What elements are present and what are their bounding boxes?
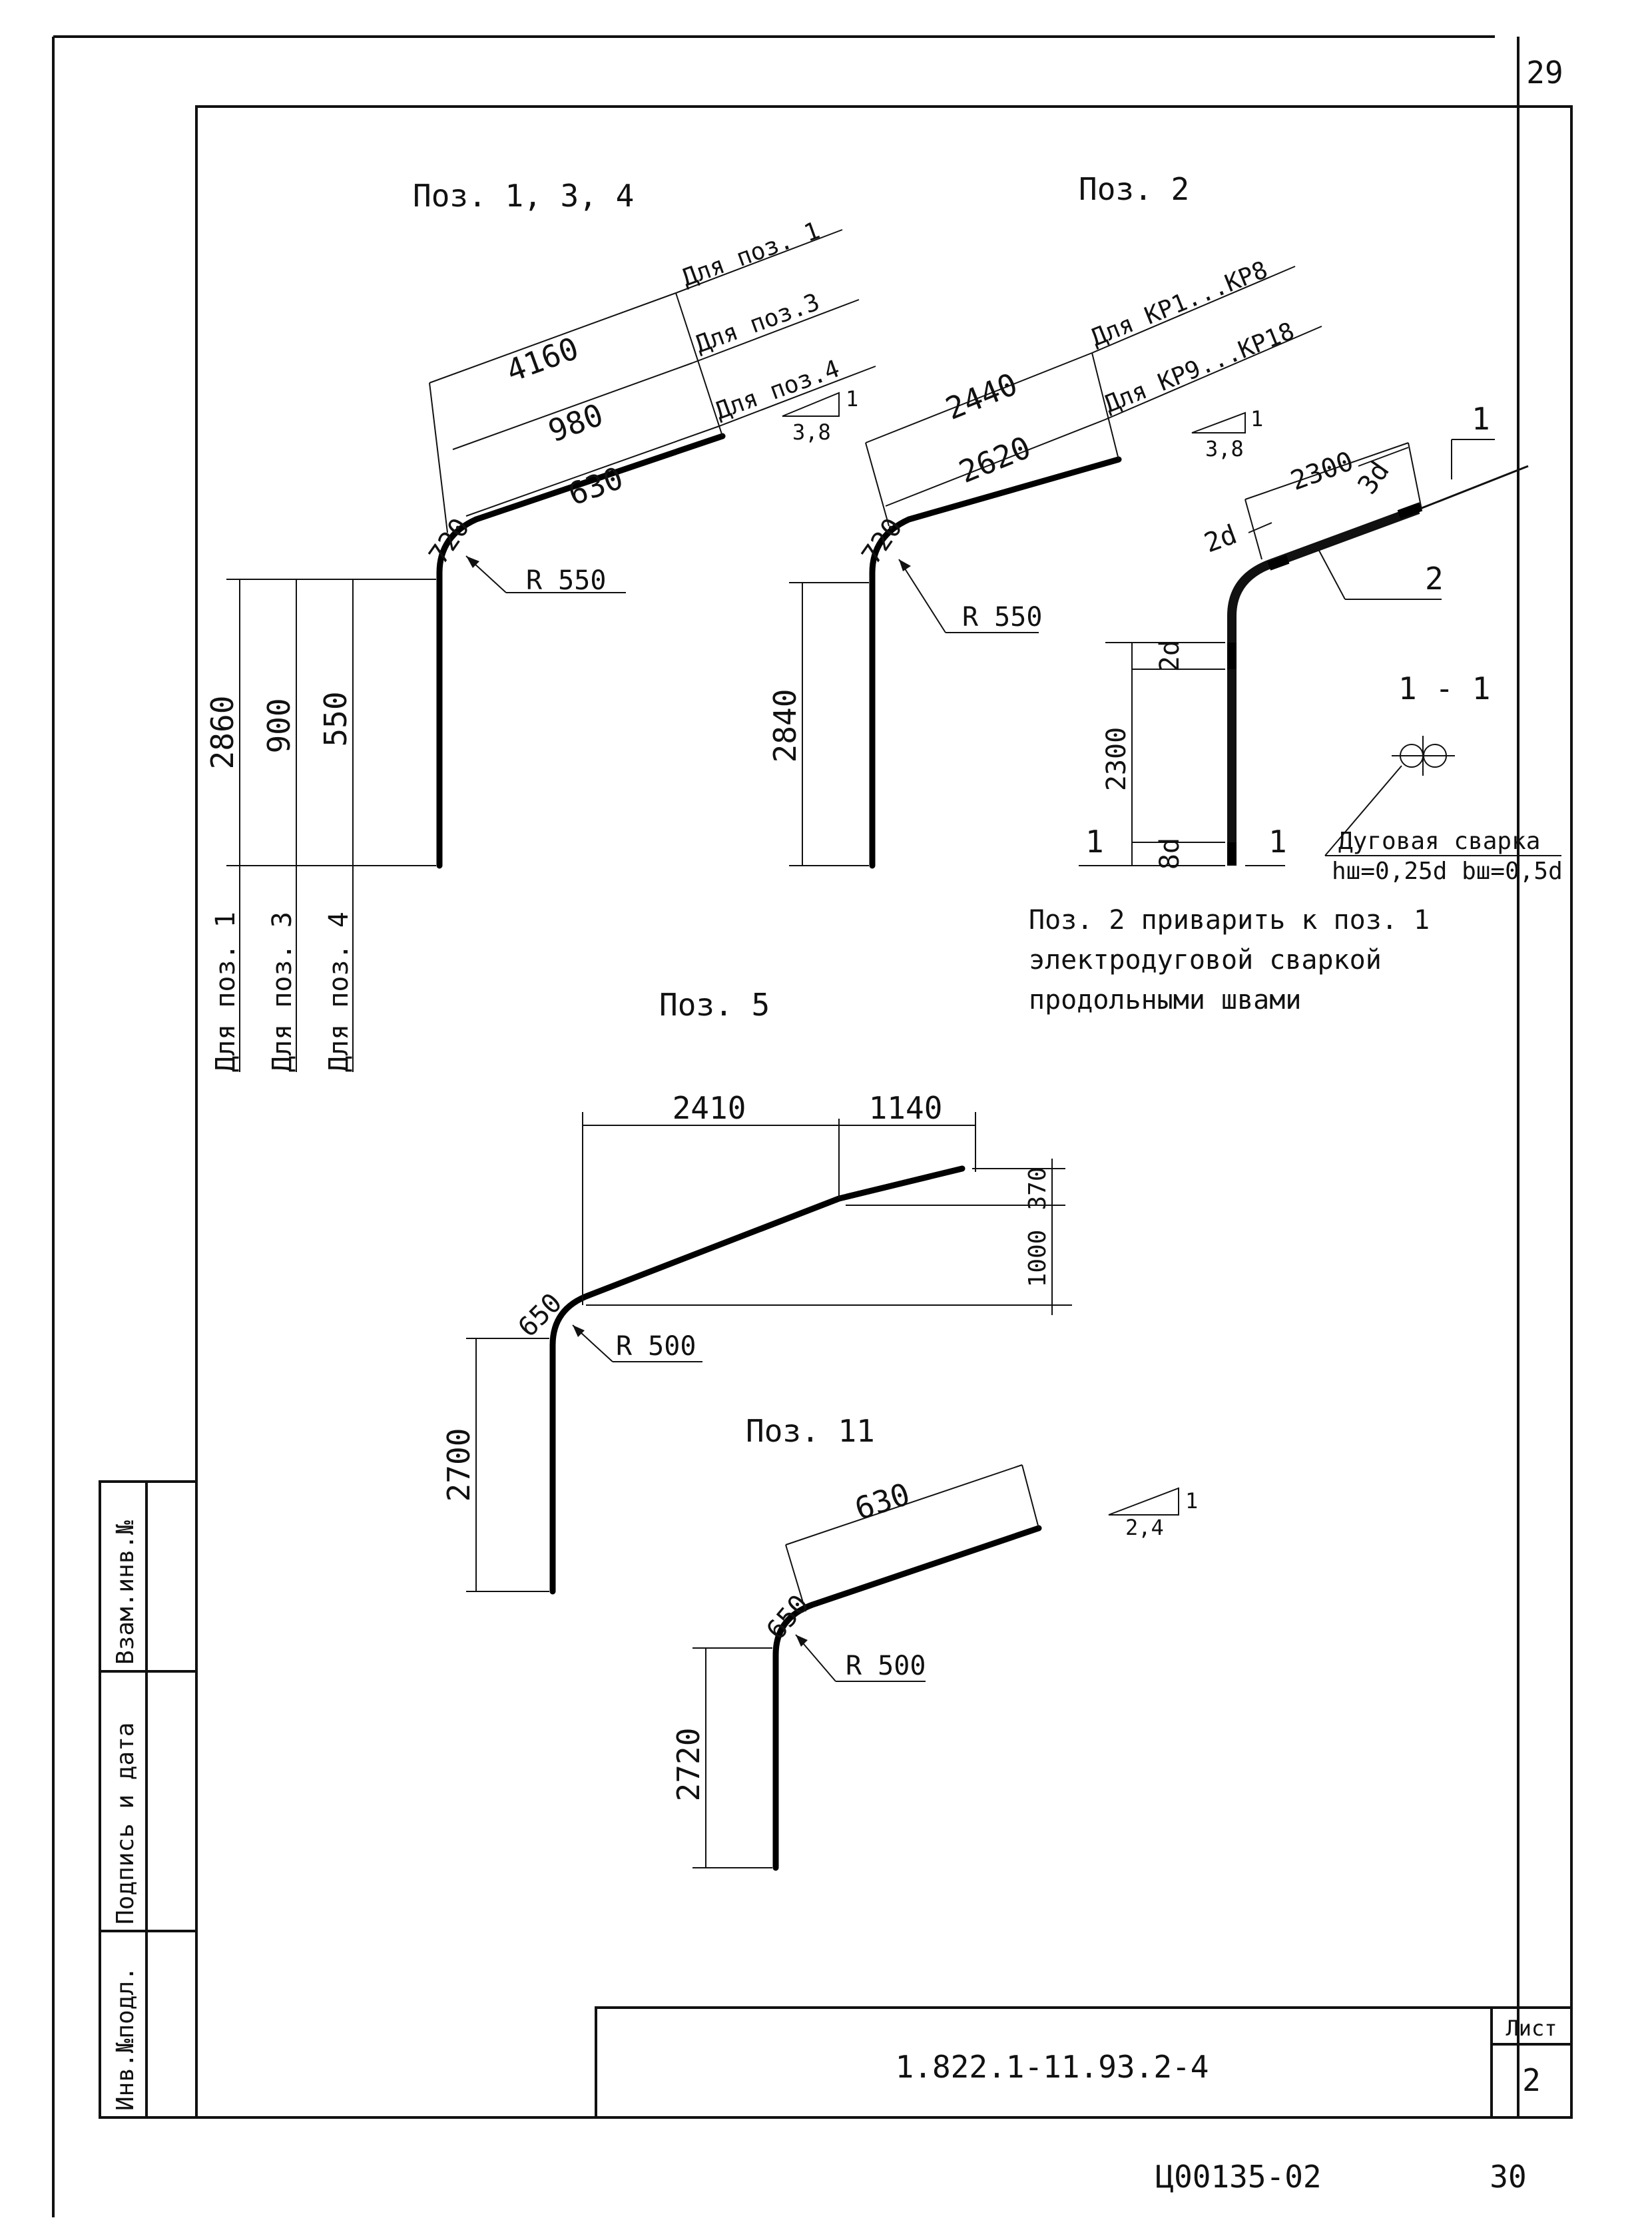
pos134-dim-900: 900 [261,698,297,753]
pos11-bend-650: 650 [760,1589,815,1646]
weld-dim-2300-top: 2300 [1286,446,1357,497]
drawing-code: 1.822.1-11.93.2-4 [896,2049,1209,2085]
pos2-title: Поз. 2 [1079,171,1189,207]
pos134-title: Поз. 1, 3, 4 [413,178,634,214]
pos5-bend-650: 650 [513,1287,569,1343]
pos134-note-vert-1: Для поз. 1 [210,912,241,1072]
pos134-dim-630: 630 [563,459,628,512]
pos2-dimension-lines [789,266,1322,866]
pos134-slope-triangle [782,392,840,417]
weld-bar-extension [1418,465,1529,511]
pos5-dim-370: 370 [1024,1167,1051,1210]
pos134-dim-4160: 4160 [501,330,583,390]
pos11-slope-top: 1 [1185,1488,1198,1514]
pos11-dim-2720: 2720 [671,1728,706,1802]
pos134-radius: R 550 [526,565,606,596]
weld-section-marker-left: 1 [1085,824,1104,860]
pos11-dim-630: 630 [850,1476,914,1527]
weld-type: Дуговая сварка [1338,828,1540,855]
pos134-bar [436,433,726,869]
pos2-radius: R 550 [962,602,1042,633]
weld-section-marker-top: 1 [1472,401,1490,437]
weld-section-circles [1324,736,1561,856]
pos5-dim-1140: 1140 [869,1090,943,1126]
pos2-dim-2440: 2440 [941,366,1023,427]
weld-slope-top: 1 [1250,406,1263,431]
weld-leader-2: 2 [1425,561,1444,597]
weld-dim-2d-top: 2d [1201,519,1241,559]
pos11-radius: R 500 [846,1651,926,1681]
weld-params: hш=0,25d bш=0,5d [1332,858,1563,885]
pos134-note-top-3: Для поз.3 [692,288,823,358]
pos11-slope-bottom: 2,4 [1125,1515,1164,1540]
pos134-dim-2860: 2860 [204,696,240,770]
pos2-dim-2840: 2840 [767,689,803,763]
weld-section-title: 1 - 1 [1398,671,1490,706]
pos134-note-top-1: Для поз. 1 [679,217,824,292]
weld-dim-8d: 8d [1155,838,1185,870]
stamp-vzam-inv: Взам.инв.№ [112,1520,139,1665]
pos5-title: Поз. 5 [659,987,770,1023]
pos5-radius: R 500 [616,1331,696,1362]
pos5-dim-2410: 2410 [673,1090,746,1126]
pos134-slope-bottom: 3,8 [792,420,831,445]
pos5-dimension-lines [466,1112,1072,1592]
pos5-dim-2700: 2700 [441,1428,477,1502]
list-number: 2 [1522,2062,1541,2098]
weld-note-line-3: продольными швами [1029,985,1301,1015]
weld-marks [1227,502,1423,866]
weld-section-marker-right: 1 [1268,824,1287,860]
weld-dim-2300-vert: 2300 [1101,727,1132,791]
archive-code: Ц00135-02 [1155,2159,1321,2195]
weld-note-line-2: электродуговой сваркой [1029,945,1382,976]
weld-slope-bottom: 3,8 [1205,436,1244,461]
pos2-dim-2620: 2620 [954,429,1036,490]
pos5-bar [549,1165,965,1595]
weld-note-line-1: Поз. 2 приварить к поз. 1 [1029,905,1430,936]
stamp-inv-podl: Инв.№подл. [112,1966,139,2111]
pos2-bar [869,456,1122,869]
pos11-title: Поз. 11 [746,1413,875,1449]
weld-dim-3d: 3d [1352,456,1396,500]
pos11-dimension-lines [692,1464,1039,1868]
pos134-note-top-4: Для поз.4 [712,355,843,425]
pos134-dim-980: 980 [543,396,608,449]
pos134-slope-top: 1 [846,386,858,412]
pos11-slope-triangle [1108,1487,1179,1516]
side-stamp [99,1480,198,2119]
pos11-bar [772,1525,1042,1871]
list-label: Лист [1506,2016,1557,2041]
title-block [595,2006,1573,2119]
stamp-signature-date: Подпись и дата [112,1723,139,1924]
weld-pos1-bar [1227,505,1420,866]
pos134-note-vert-3: Для поз. 3 [267,912,298,1072]
page-number: 29 [1526,55,1563,91]
weld-dim-2d-vert: 2d [1155,640,1185,672]
archive-number: 30 [1490,2159,1526,2195]
weld-dimension-lines [1079,439,1495,866]
pos5-dim-1000: 1000 [1024,1230,1051,1288]
weld-slope-triangle [1191,412,1246,433]
pos134-dimension-lines [226,229,876,1072]
pos134-note-vert-4: Для поз. 4 [324,912,354,1072]
pos134-dim-550: 550 [318,691,354,746]
